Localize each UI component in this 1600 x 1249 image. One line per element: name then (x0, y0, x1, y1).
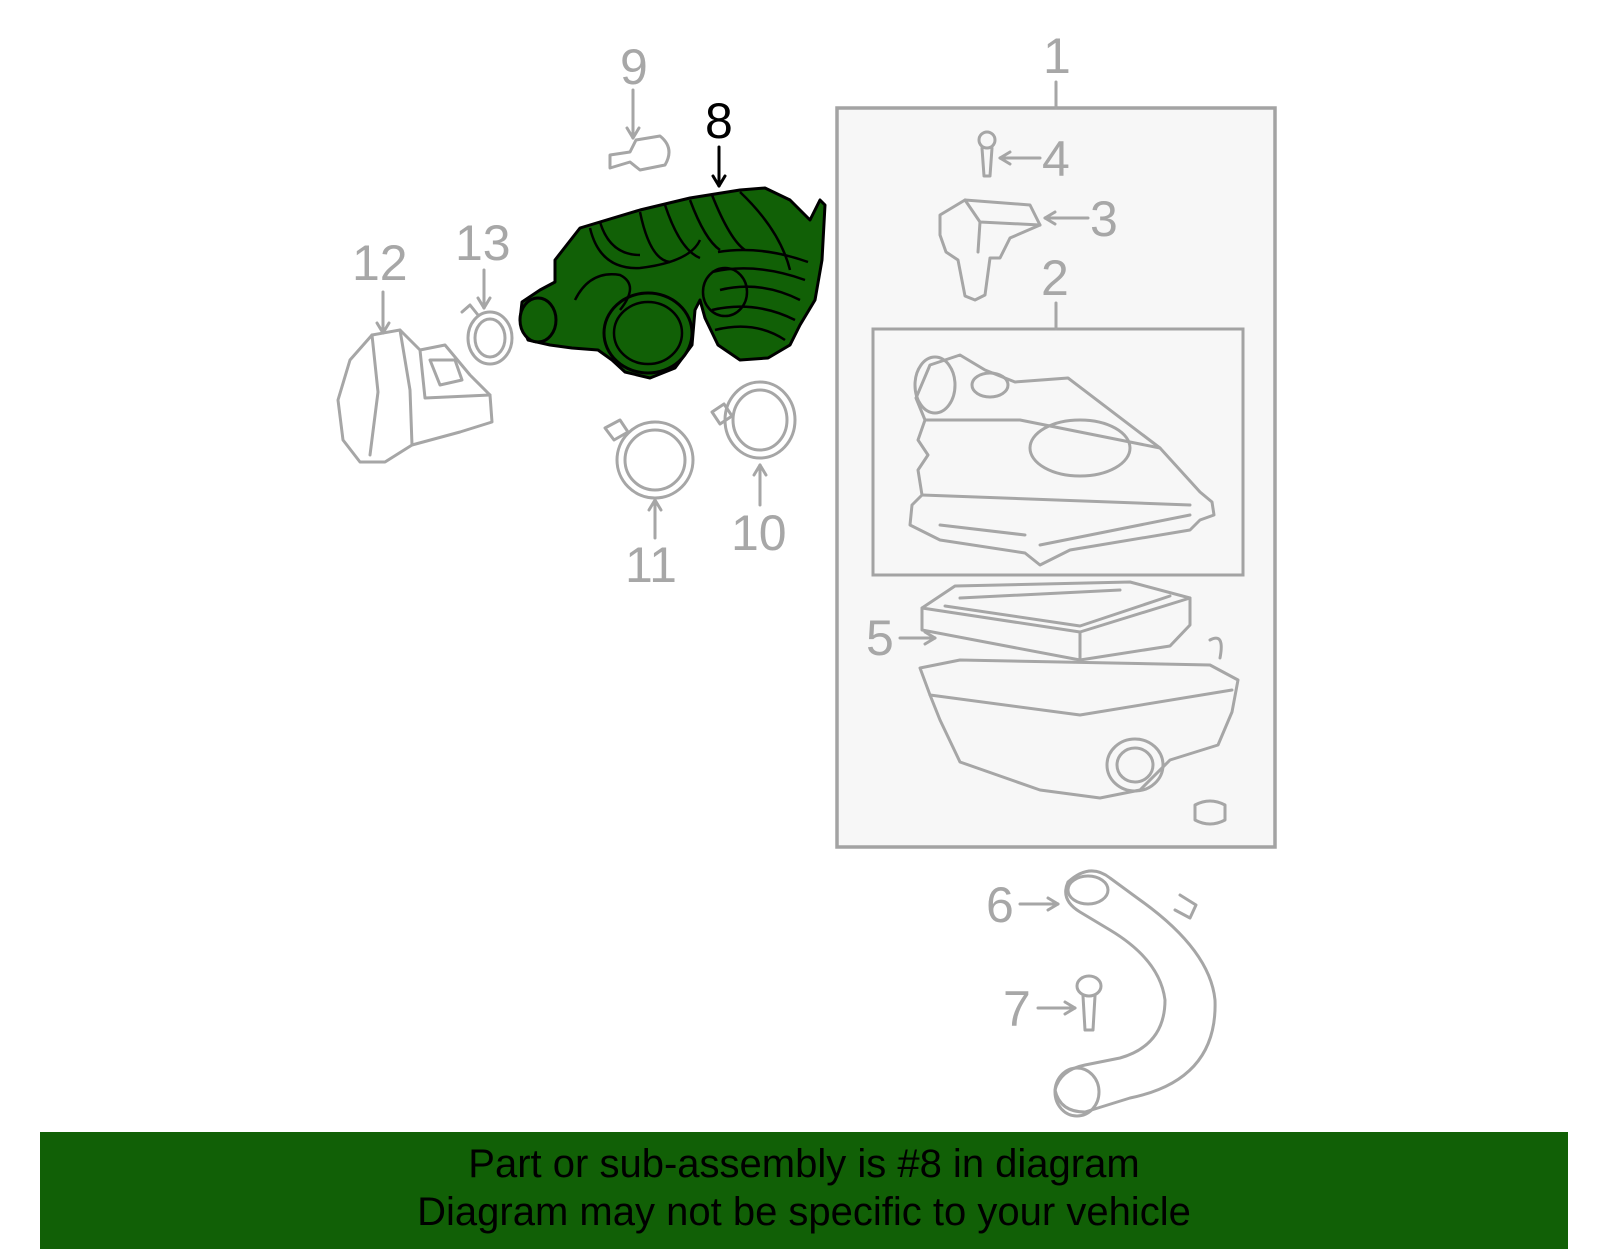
part-8-intake-duct[interactable] (518, 145, 827, 380)
banner-line-2: Diagram may not be specific to your vehi… (417, 1190, 1191, 1234)
callout-11: 11 (625, 537, 677, 593)
callout-5: 5 (866, 610, 894, 666)
part-9-plug[interactable] (608, 88, 671, 172)
part-3-sensor[interactable] (938, 198, 1090, 302)
part-4-clip[interactable] (977, 130, 1042, 178)
assembly-frame-2 (871, 327, 1245, 577)
callout-3: 3 (1090, 191, 1118, 247)
callout-6: 6 (986, 877, 1014, 933)
callout-1: 1 (1043, 28, 1071, 84)
part-2-cover[interactable] (908, 353, 1216, 567)
callout-9: 9 (620, 39, 648, 95)
lower-case (918, 636, 1240, 826)
callout-10: 10 (731, 505, 787, 561)
part-12-housing[interactable] (336, 290, 494, 464)
callout-7: 7 (1003, 981, 1031, 1037)
callout-8: 8 (705, 93, 733, 149)
parts-diagram: 1 2 3 4 5 6 7 8 9 10 11 12 13 (336, 28, 1277, 1118)
banner-line-1: Part or sub-assembly is #8 in diagram (468, 1142, 1140, 1186)
part-7-bolt[interactable] (1036, 974, 1103, 1032)
part-6-hose[interactable] (1018, 869, 1217, 1118)
callout-12: 12 (352, 235, 408, 291)
callout-4: 4 (1042, 131, 1070, 187)
part-5-filter[interactable] (898, 580, 1192, 662)
callout-2: 2 (1041, 250, 1069, 306)
info-banner: Part or sub-assembly is #8 in diagram Di… (40, 1132, 1568, 1249)
part-13-clamp[interactable] (460, 268, 514, 366)
part-11-clamp[interactable] (603, 418, 695, 540)
callout-13: 13 (455, 215, 511, 271)
part-10-clamp[interactable] (710, 380, 797, 507)
